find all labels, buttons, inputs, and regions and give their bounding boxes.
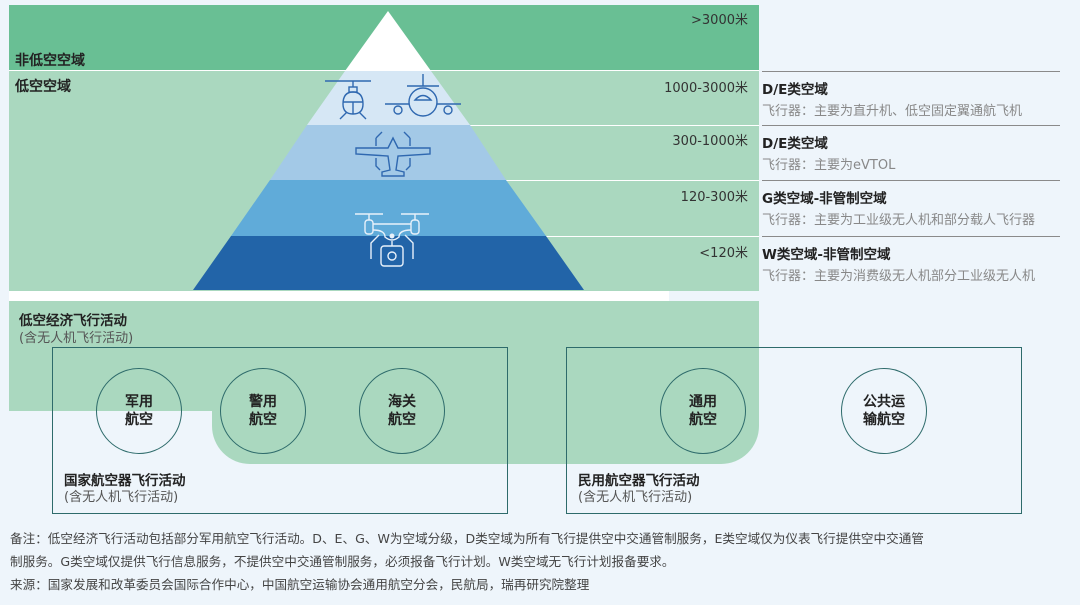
circle-label-line: 航空: [689, 412, 717, 428]
economy-subtitle: (含无人机飞行活动): [19, 331, 134, 346]
general-aviation-circle: 通用航空: [660, 368, 746, 454]
state-aircraft-group: [52, 347, 508, 514]
circle-label-line: 输航空: [863, 412, 905, 428]
police-aviation-circle: 警用航空: [220, 368, 306, 454]
class-aircraft: 飞行器：主要为工业级无人机和部分载人飞行器: [762, 213, 1036, 228]
civil-group-subtitle: (含无人机飞行活动): [578, 490, 693, 505]
helicopter-icon: [325, 80, 371, 120]
customs-aviation-circle: 海关航空: [359, 368, 445, 454]
altitude-label: <120米: [699, 246, 748, 261]
state-group-subtitle: (含无人机飞行活动): [64, 490, 179, 505]
altitude-label: 120-300米: [680, 190, 748, 205]
class-title: D/E类空域: [762, 136, 828, 152]
civil-aircraft-group: [566, 347, 1022, 514]
airspace-class-row: G类空域-非管制空域 飞行器：主要为工业级无人机和部分载人飞行器: [762, 180, 1060, 228]
circle-label-line: 海关: [388, 394, 416, 410]
airspace-class-row: D/E类空域 飞行器：主要为直升机、低空固定翼通航飞机: [762, 71, 1060, 119]
circle-label-line: 通用: [689, 394, 717, 410]
economy-title: 低空经济飞行活动: [19, 313, 127, 329]
circle-label-line: 公共运: [863, 394, 905, 410]
civil-group-title: 民用航空器飞行活动: [578, 473, 700, 489]
altitude-label: >3000米: [691, 13, 748, 28]
circle-label-line: 航空: [249, 412, 277, 428]
airspace-pyramid: [193, 11, 584, 290]
divider: [490, 180, 759, 181]
separator-bar: [9, 291, 669, 301]
circle-label-line: 航空: [125, 412, 153, 428]
public-transport-aviation-circle: 公共运输航空: [841, 368, 927, 454]
airspace-class-row: D/E类空域 飞行器：主要为eVTOL: [762, 125, 1060, 173]
circle-label-line: 警用: [249, 394, 277, 410]
airplane-icon: [385, 74, 461, 117]
note-line-1: 备注：低空经济飞行活动包括部分军用航空飞行活动。D、E、G、W为空域分级，D类空…: [10, 531, 924, 546]
airspace-class-row: W类空域-非管制空域 飞行器：主要为消费级无人机部分工业级无人机: [762, 236, 1060, 284]
evtol-icon: [355, 131, 431, 177]
circle-label-line: 航空: [388, 412, 416, 428]
military-aviation-label: .: [96, 368, 182, 454]
divider: [530, 236, 759, 237]
non-low-airspace-label: 非低空空域: [15, 53, 85, 69]
military-aviation-circle: 军用航空: [96, 368, 182, 454]
note-line-2: 制服务。G类空域仅提供飞行信息服务，不提供空中交通管制服务，必须报备飞行计划。W…: [10, 554, 675, 569]
drone-icon: [355, 213, 429, 267]
class-aircraft: 飞行器：主要为eVTOL: [762, 158, 896, 173]
circle-label-line: 军用: [125, 394, 153, 410]
class-title: W类空域-非管制空域: [762, 247, 891, 263]
class-title: D/E类空域: [762, 82, 828, 98]
class-aircraft: 飞行器：主要为直升机、低空固定翼通航飞机: [762, 104, 1023, 119]
source-line: 来源：国家发展和改革委员会国际合作中心，中国航空运输协会通用航空分会，民航局，瑞…: [10, 577, 590, 592]
divider: [460, 125, 759, 126]
class-aircraft: 飞行器：主要为消费级无人机部分工业级无人机: [762, 269, 1036, 284]
state-group-title: 国家航空器飞行活动: [64, 473, 186, 489]
altitude-label: 300-1000米: [672, 134, 748, 149]
altitude-label: 1000-3000米: [664, 81, 748, 96]
class-title: G类空域-非管制空域: [762, 191, 887, 207]
low-airspace-label: 低空空域: [15, 79, 71, 95]
